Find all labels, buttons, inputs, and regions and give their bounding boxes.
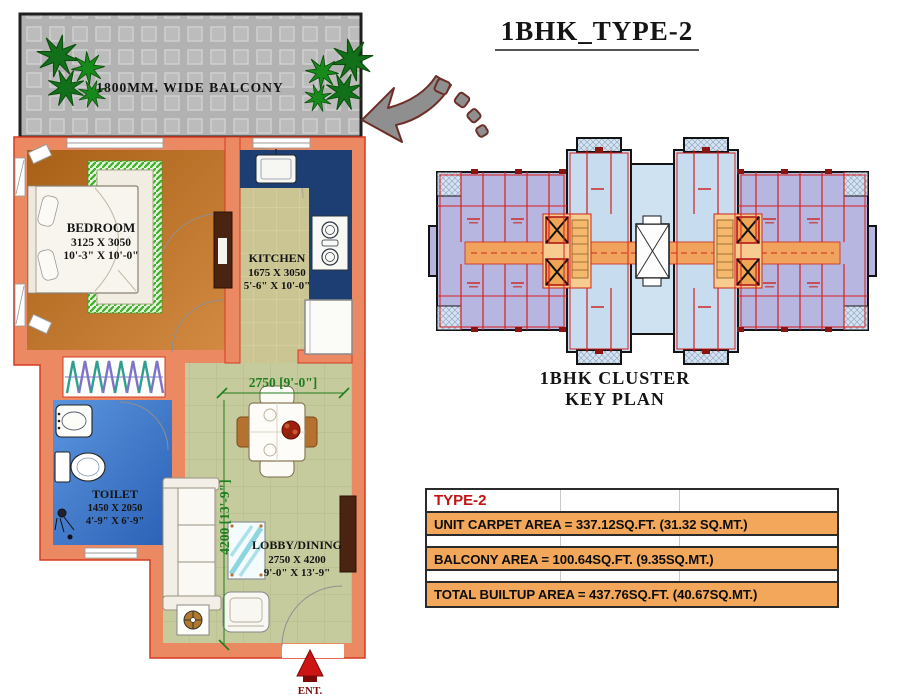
area-table-header-row: TYPE-2 (427, 490, 837, 513)
armchair (222, 591, 270, 633)
spacer-row (427, 536, 837, 548)
lobby-size-ft: 9'-0" X 13'-9" (264, 567, 331, 579)
windows (14, 137, 344, 658)
dining-set (236, 385, 318, 478)
room-labels: BEDROOM 3125 X 3050 10'-3" X 10'-0" KITC… (63, 220, 342, 579)
keyplan-door-marks (471, 147, 832, 354)
fridge (304, 299, 353, 355)
keyplan-caption: 1BHK CLUSTER KEY PLAN (470, 368, 760, 410)
entrance-marker: ENT. (296, 648, 324, 697)
washbasin (55, 404, 93, 438)
keyplan-unit-walls (437, 150, 868, 352)
dimension-width: 2750 [9'-0"] (216, 375, 350, 399)
keyplan-core-left (542, 213, 592, 289)
lobby-label: LOBBY/DINING (252, 538, 342, 552)
wardrobe (62, 356, 166, 398)
kitchen-size-mm: 1675 X 3050 (248, 267, 306, 279)
toilet-label: TOILET (92, 487, 138, 501)
entrance-door-leaf (339, 495, 357, 573)
balcony-area-row: BALCONY AREA = 100.64SQ.FT. (9.35SQ.MT.) (427, 548, 837, 571)
keyplan-central-shaft (635, 215, 670, 287)
area-table: TYPE-2 UNIT CARPET AREA = 337.12SQ.FT. (… (425, 488, 839, 608)
keyplan-caption-line2: KEY PLAN (565, 389, 665, 409)
bed (27, 185, 139, 294)
carpet-area-row: UNIT CARPET AREA = 337.12SQ.FT. (31.32 S… (427, 513, 837, 536)
dimension-height: 4200 [13'-9"] (217, 400, 232, 651)
entrance-label: ENT. (298, 685, 323, 697)
kitchen-sink (255, 149, 297, 184)
keyplan-core-right (713, 213, 763, 289)
keyplan-caption-line1: 1BHK CLUSTER (539, 368, 691, 388)
kitchen-label: KITCHEN (249, 251, 306, 265)
bedroom-label: BEDROOM (67, 220, 136, 235)
builtup-area-row: TOTAL BUILTUP AREA = 437.76SQ.FT. (40.67… (427, 583, 837, 606)
page-title: 1BHK_TYPE-2 (432, 16, 762, 51)
unit-floor-plan: 1800MM. WIDE BALCONY (13, 12, 380, 697)
shower (54, 508, 75, 540)
lobby-size-mm: 2750 X 4200 (268, 554, 326, 566)
svg-text:4200 [13'-9"]: 4200 [13'-9"] (217, 479, 232, 554)
cluster-key-plan (428, 137, 877, 365)
balcony-label: 1800MM. WIDE BALCONY (96, 80, 283, 95)
toilet-size-mm: 1450 X 2050 (88, 503, 143, 514)
bedroom-corner-shelf-top (27, 143, 53, 165)
bedroom-corner-shelf-bottom (27, 313, 53, 335)
lobby-corner-wall (342, 640, 365, 658)
type-label: TYPE-2 (434, 492, 487, 509)
stove (311, 215, 349, 271)
balcony: 1800MM. WIDE BALCONY (18, 12, 378, 139)
svg-text:2750 [9'-0"]: 2750 [9'-0"] (249, 375, 318, 390)
kitchen-size-ft: 5'-6" X 10'-0" (244, 280, 311, 292)
wc (54, 451, 106, 483)
keyplan-corner-balconies (436, 171, 869, 331)
sofa (162, 477, 222, 611)
glass-table (227, 521, 266, 580)
corner-table (176, 604, 210, 636)
bedroom-size-ft: 10'-3" X 10'-0" (63, 250, 138, 262)
bedroom-door-leaf-panel (218, 238, 227, 264)
toilet-size-ft: 4'-9" X 6'-9" (86, 516, 144, 527)
bedroom-size-mm: 3125 X 3050 (71, 237, 131, 249)
keyplan-pointer-arrow (361, 75, 489, 143)
keyplan-unit-label-marks (467, 188, 820, 308)
spacer-row (427, 571, 837, 583)
